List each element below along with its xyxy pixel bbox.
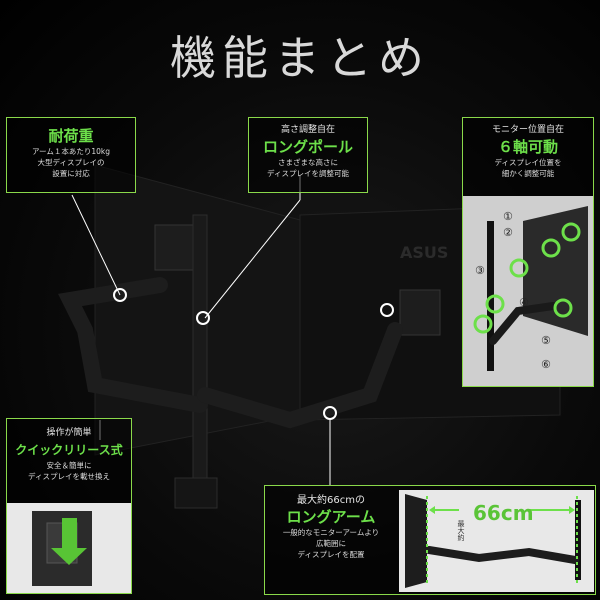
axis-desc-1: ディスプレイ位置を xyxy=(494,158,562,167)
quick-desc-2: ディスプレイを載せ換え xyxy=(28,472,110,481)
callout-weight: 耐荷重 アーム１本あたり10kg 大型ディスプレイの 設置に対応 xyxy=(6,117,136,193)
axis-label-1: ① xyxy=(503,210,513,223)
arm-diagram: 最大約 66cm xyxy=(399,490,594,592)
measure-value: 66cm xyxy=(473,501,534,525)
axis-diagram: ① ② ③ ④ ⑤ ⑥ xyxy=(463,196,593,386)
axis-label-2: ② xyxy=(503,226,513,239)
pole xyxy=(192,214,208,491)
weight-desc-2: 大型ディスプレイの xyxy=(37,158,105,167)
callout-height: 高さ調整自在 ロングポール さまざまな高さに ディスプレイを調整可能 xyxy=(248,117,368,193)
quick-small: 操作が簡単 xyxy=(46,428,92,438)
height-desc-1: さまざまな高さに xyxy=(278,158,338,167)
arm-desc-1: 一般的なモニターアームより xyxy=(282,528,380,537)
weight-desc-1: アーム１本あたり10kg xyxy=(32,147,110,156)
left-arm xyxy=(58,277,208,413)
axis-label-4: ④ xyxy=(519,296,529,309)
height-heading: ロングポール xyxy=(262,138,353,156)
arm-desc-2: 広範囲に xyxy=(316,539,346,548)
callout-quick: 操作が簡単 クイックリリース式 安全＆簡単に ディスプレイを載せ換え xyxy=(6,418,132,594)
quick-heading: クイックリリース式 xyxy=(15,443,123,457)
arm-small: 最大約66cmの xyxy=(297,495,365,506)
axis-label-6: ⑥ xyxy=(541,358,551,371)
callout-long-arm: 最大約66cmの ロングアーム 一般的なモニターアームより 広範囲に ディスプレ… xyxy=(264,485,596,595)
axis-desc-2: 細かく調整可能 xyxy=(501,169,555,178)
quick-diagram xyxy=(7,503,131,593)
desk-clamp xyxy=(174,477,218,509)
axis-small: モニター位置自在 xyxy=(491,125,564,135)
marker-pole xyxy=(196,311,210,325)
weight-heading: 耐荷重 xyxy=(48,127,94,145)
measure-label: 最大約 xyxy=(457,520,465,542)
quick-desc-1: 安全＆簡単に xyxy=(46,461,92,470)
right-vesa-plate xyxy=(399,289,441,336)
marker-weight xyxy=(113,288,127,302)
marker-quick xyxy=(380,303,394,317)
left-vesa-plate xyxy=(154,224,196,271)
page-title: 機能まとめ xyxy=(170,31,430,85)
brand-logo: ASUS xyxy=(400,243,448,262)
axis-label-3: ③ xyxy=(475,264,485,277)
axis-heading: ６軸可動 xyxy=(497,138,558,156)
marker-arm xyxy=(323,406,337,420)
axis-label-5: ⑤ xyxy=(541,334,551,347)
height-desc-2: ディスプレイを調整可能 xyxy=(267,169,349,178)
arm-heading: ロングアーム xyxy=(286,508,376,526)
height-small: 高さ調整自在 xyxy=(280,125,335,135)
weight-desc-3: 設置に対応 xyxy=(52,169,90,178)
callout-axis: モニター位置自在 ６軸可動 ディスプレイ位置を 細かく調整可能 ① ② ③ ④ … xyxy=(462,117,594,387)
arm-desc-3: ディスプレイを配置 xyxy=(297,550,365,559)
